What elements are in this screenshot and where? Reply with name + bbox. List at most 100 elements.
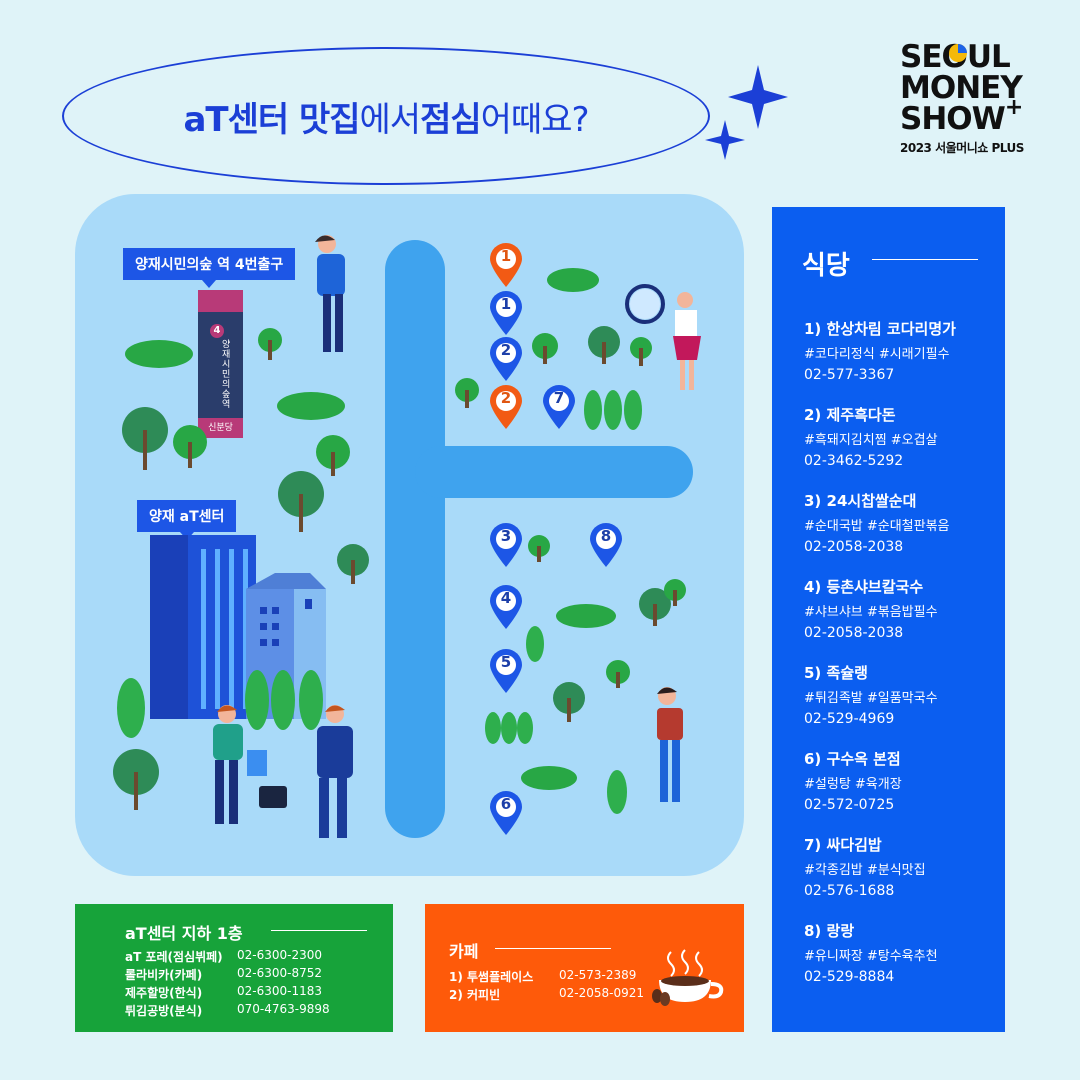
subway-exit-label: 양재시민의숲 역 4번출구 (123, 248, 296, 288)
basement-phone[interactable]: 02-6300-2300 (237, 948, 323, 962)
map-pin-icon (490, 291, 522, 335)
cafe-name: 2) 커피빈 (449, 988, 501, 1002)
restaurant-list-panel: 식당 1) 한상차림 코다리명가 #코다리정식 #시래기필수 02-577-33… (772, 207, 1005, 1032)
map-pin-restaurant-1-blue[interactable]: 1 (488, 290, 524, 336)
coffee-cup-icon (652, 949, 724, 1006)
title-part-2: 에서 (359, 99, 422, 140)
map-pin-restaurant-5[interactable]: 5 (488, 648, 524, 694)
pin-label: 3 (500, 527, 512, 545)
basement-heading: aT센터 지하 1층 (125, 924, 243, 943)
map-pin-icon (490, 649, 522, 693)
pin-label: 1 (500, 247, 512, 265)
basement-phone[interactable]: 02-6300-1183 (237, 984, 323, 998)
restaurant-item: 6) 구수옥 본점 #설렁탕 #육개장 02-572-0725 (804, 748, 994, 813)
station-name: 양재시민의숲역 (222, 340, 231, 410)
pin-label: 1 (500, 295, 512, 313)
restaurant-name: 3) 24시찹쌀순대 (804, 492, 917, 510)
restaurant-phone[interactable]: 02-572-0725 (804, 797, 895, 813)
restaurant-phone[interactable]: 02-3462-5292 (804, 453, 904, 469)
restaurant-item: 8) 랑랑 #유니짜장 #탕수육추천 02-529-8884 (804, 920, 994, 985)
restaurant-phone[interactable]: 02-529-8884 (804, 969, 895, 985)
basement-name: 롤라비카(카페) (125, 968, 203, 982)
basement-name: aT 포레(점심뷔페) (125, 950, 223, 964)
restaurant-item: 1) 한상차림 코다리명가 #코다리정식 #시래기필수 02-577-3367 (804, 318, 994, 383)
basement-row: aT 포레(점심뷔페) 02-6300-2300 (125, 948, 322, 965)
basement-phone[interactable]: 070-4763-9898 (237, 1002, 330, 1016)
map-pin-restaurant-3[interactable]: 3 (488, 522, 524, 568)
map-pin-icon (590, 523, 622, 567)
restaurant-heading: 식당 (802, 251, 850, 281)
logo-plus: + (1004, 95, 1023, 120)
restaurant-item: 4) 등촌샤브칼국수 #샤브샤브 #볶음밥필수 02-2058-2038 (804, 576, 994, 641)
restaurant-phone[interactable]: 02-2058-2038 (804, 625, 904, 641)
basement-phone[interactable]: 02-6300-8752 (237, 966, 323, 980)
restaurant-name: 6) 구수옥 본점 (804, 750, 901, 768)
heading-rule (271, 930, 367, 931)
at-center-label: 양재 aT센터 (137, 500, 237, 540)
map-pin-restaurant-4[interactable]: 4 (488, 584, 524, 630)
pin-label: 8 (600, 527, 612, 545)
map-pin-restaurant-2-blue[interactable]: 2 (488, 336, 524, 382)
restaurant-name: 7) 싸다김밥 (804, 836, 882, 854)
road-horizontal (415, 446, 693, 498)
road-vertical (385, 240, 445, 838)
map-pin-icon (490, 243, 522, 287)
heading-rule (495, 948, 611, 949)
logo-subtitle: 2023 서울머니쇼 PLUS (900, 141, 1024, 155)
heading-rule (872, 259, 978, 260)
title-oval (62, 47, 710, 185)
map-pin-restaurant-6[interactable]: 6 (488, 790, 524, 836)
basement-row: 롤라비카(카페) 02-6300-8752 (125, 966, 322, 983)
basement-restaurants-box: aT센터 지하 1층 aT 포레(점심뷔페) 02-6300-2300 롤라비카… (75, 904, 393, 1032)
title-part-4: 어때요? (480, 99, 590, 140)
restaurant-phone[interactable]: 02-2058-2038 (804, 539, 904, 555)
restaurant-name: 2) 제주흑다돈 (804, 406, 896, 424)
restaurant-tags: #흑돼지김치찜 #오겹살 (804, 433, 938, 448)
pin-label: 7 (553, 389, 565, 407)
woman-phone-icon (657, 687, 683, 802)
basement-name: 제주할망(한식) (125, 986, 203, 1000)
restaurant-phone[interactable]: 02-576-1688 (804, 883, 895, 899)
restaurant-name: 8) 랑랑 (804, 922, 855, 940)
sparkle-icon (705, 65, 788, 160)
map-pin-icon (490, 791, 522, 835)
title-part-3: 점심 (420, 99, 482, 140)
logo-line-2: MONEY (900, 70, 1023, 106)
map-pin-icon (490, 585, 522, 629)
restaurant-name: 4) 등촌샤브칼국수 (804, 578, 924, 596)
map-pin-restaurant-7[interactable]: 7 (541, 384, 577, 430)
map-pin-restaurant-1[interactable]: 1 (488, 242, 524, 288)
restaurant-tags: #각종김밥 #분식맛집 (804, 863, 926, 878)
restaurant-tags: #순대국밥 #순대철판볶음 (804, 519, 950, 534)
restaurant-tags: #설렁탕 #육개장 (804, 777, 902, 792)
restaurant-item: 7) 싸다김밥 #각종김밥 #분식맛집 02-576-1688 (804, 834, 994, 899)
area-map: 양재시민의숲 역 4번출구 4 양재시민의숲역 신분당 양재 aT센터 (75, 194, 744, 876)
restaurant-item: 5) 족슐랭 #튀김족발 #일품막국수 02-529-4969 (804, 662, 994, 727)
map-pin-icon (543, 385, 575, 429)
cafe-phone[interactable]: 02-573-2389 (559, 968, 637, 982)
cafe-row: 2) 커피빈 02-2058-0921 (449, 986, 644, 1003)
pin-label: 6 (500, 795, 512, 813)
trees-decoration (113, 268, 686, 814)
logo-line-3: SHOW (900, 101, 1006, 137)
cafe-name: 1) 투썸플레이스 (449, 970, 534, 984)
restaurant-name: 1) 한상차림 코다리명가 (804, 320, 956, 338)
restaurant-phone[interactable]: 02-529-4969 (804, 711, 895, 727)
seoul-money-show-logo: SEOUL MONEY SHOW+ 2023 서울머니쇼 PLUS (900, 42, 1040, 156)
map-pin-restaurant-2[interactable]: 2 (488, 384, 524, 430)
office-workers-icon (213, 705, 353, 838)
map-pin-restaurant-8[interactable]: 8 (588, 522, 624, 568)
cafe-box: 카페 1) 투썸플레이스 02-573-2389 2) 커피빈 02-2058-… (425, 904, 744, 1032)
pin-label: 2 (500, 389, 512, 407)
cafe-phone[interactable]: 02-2058-0921 (559, 986, 645, 1000)
station-line: 신분당 (198, 418, 243, 438)
basement-row: 튀김공방(분식) 070-4763-9898 (125, 1002, 330, 1019)
restaurant-tags: #코다리정식 #시래기필수 (804, 347, 950, 362)
restaurant-name: 5) 족슐랭 (804, 664, 868, 682)
restaurant-phone[interactable]: 02-577-3367 (804, 367, 895, 383)
restaurant-item: 3) 24시찹쌀순대 #순대국밥 #순대철판볶음 02-2058-2038 (804, 490, 994, 555)
map-pin-icon (490, 523, 522, 567)
map-pin-icon (490, 337, 522, 381)
restaurant-tags: #유니짜장 #탕수육추천 (804, 949, 938, 964)
